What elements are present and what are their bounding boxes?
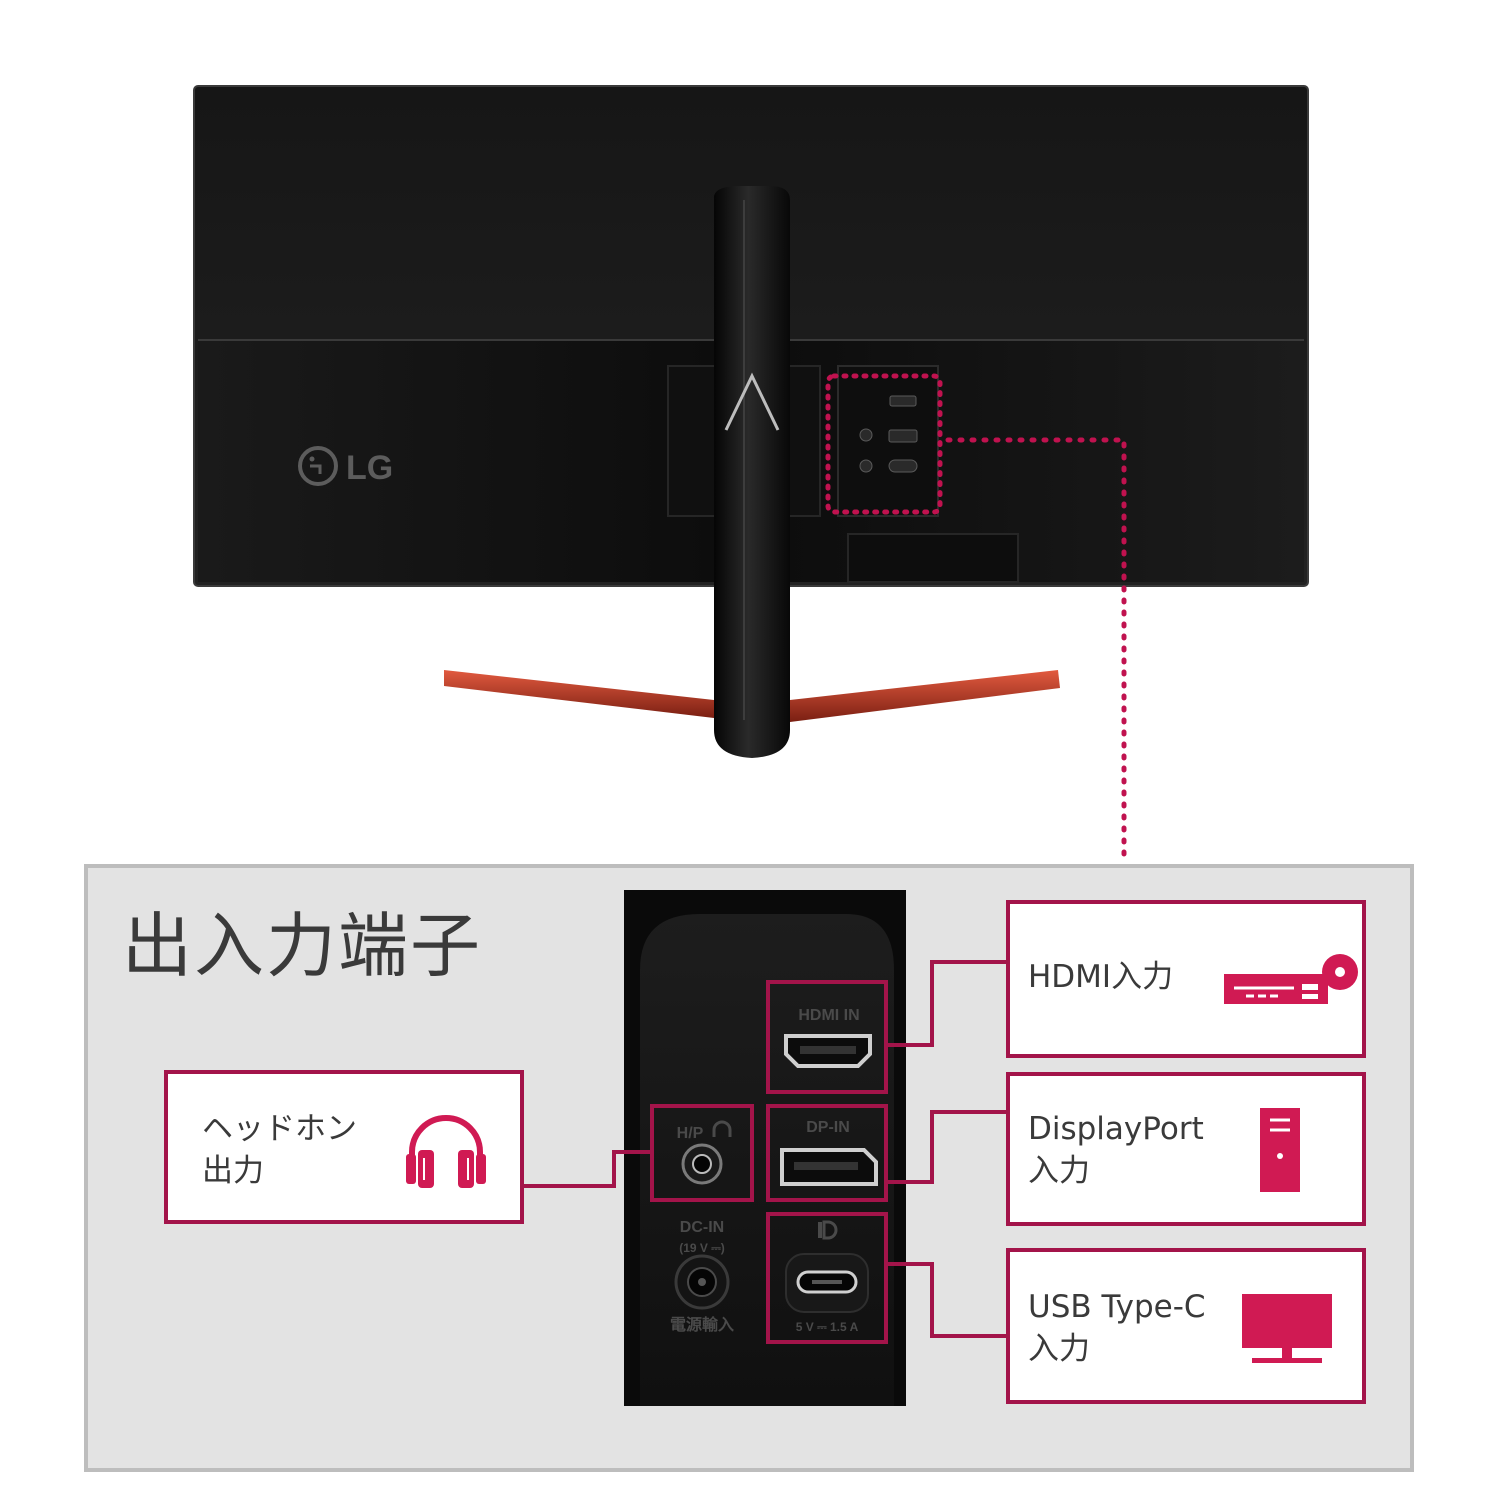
headphone-port-label: H/P — [677, 1125, 704, 1142]
monitor-stand — [444, 186, 1060, 758]
lg-logo: LG — [298, 446, 393, 487]
hdmi-port-label: HDMI IN — [798, 1007, 859, 1024]
callout-usbc-line1: USB Type-C — [1028, 1289, 1206, 1325]
hdmi-port-frame — [766, 980, 888, 1094]
dp-port-label: DP-IN — [806, 1119, 850, 1136]
power-input-label: 電源輸入 — [670, 1315, 734, 1334]
callout-hdmi: HDMI入力 — [1006, 900, 1366, 1058]
headphone-jack — [681, 1143, 723, 1185]
hdmi-port — [784, 1034, 872, 1068]
dp-port-frame — [766, 1104, 888, 1202]
dc-power-jack — [674, 1254, 730, 1310]
callout-displayport-line1: DisplayPort — [1028, 1111, 1204, 1147]
callout-usbc: USB Type-C 入力 — [1006, 1248, 1366, 1404]
callout-usbc-line2: 入力 — [1028, 1331, 1090, 1367]
monitor-icon — [1242, 1294, 1332, 1363]
headphones-icon — [406, 1115, 486, 1188]
lg-logo-text: LG — [346, 449, 393, 487]
displayport-port — [780, 1148, 878, 1186]
pc-tower-icon — [1260, 1108, 1300, 1192]
callout-headphone: ヘッドホン 出力 — [164, 1070, 524, 1224]
ports-closeup: HDMI IN H/P DC-IN (19 V ⎓) — [624, 890, 906, 1406]
callout-hdmi-line1: HDMI入力 — [1028, 959, 1174, 995]
callout-displayport-line2: 入力 — [1028, 1153, 1090, 1189]
headphone-symbol-icon — [712, 1120, 732, 1137]
callout-headphone-line2: 出力 — [202, 1153, 264, 1189]
port-highlight — [825, 373, 1127, 863]
usbc-spec-label: 5 V ⎓ 1.5 A — [796, 1320, 859, 1334]
panel-title: 出入力端子 — [122, 905, 482, 987]
callout-displayport: DisplayPort 入力 — [1006, 1072, 1366, 1226]
usbc-port-frame — [766, 1212, 888, 1344]
displayport-logo-icon — [818, 1220, 838, 1240]
callout-connectors — [522, 960, 1008, 1338]
media-player-icon — [1224, 954, 1358, 1004]
dc-in-spec: (19 V ⎓) — [679, 1241, 725, 1255]
callout-headphone-line1: ヘッドホン — [202, 1111, 357, 1147]
dc-in-label: DC-IN — [680, 1219, 724, 1236]
usb-c-port — [785, 1253, 869, 1313]
